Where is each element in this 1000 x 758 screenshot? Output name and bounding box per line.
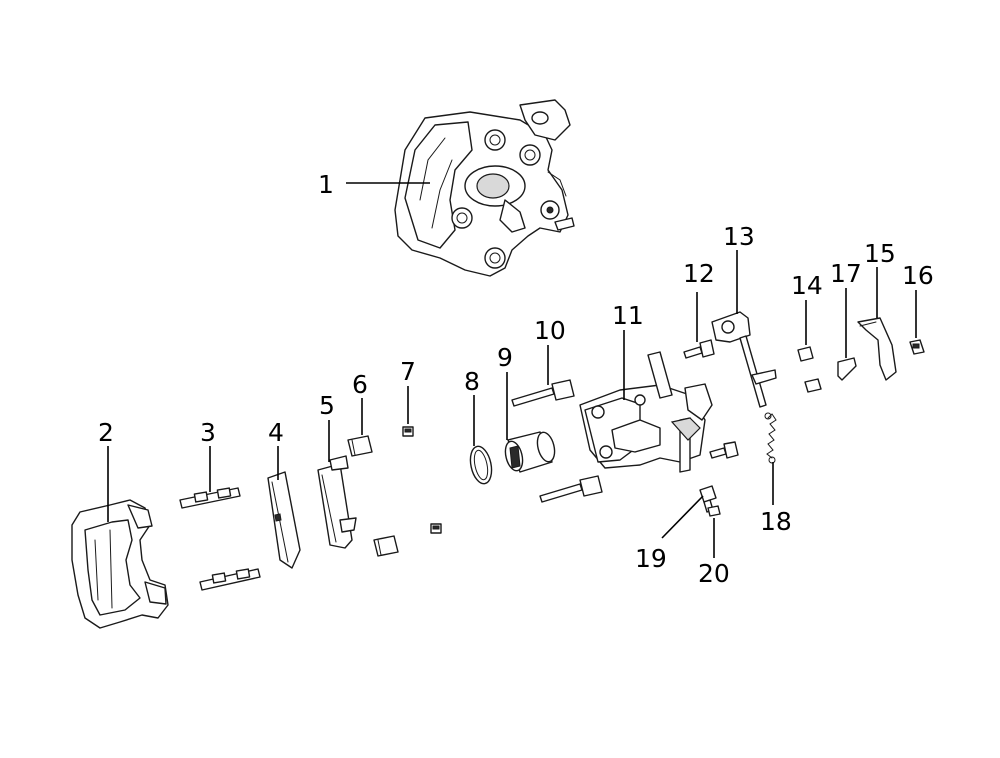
part-12-bolts	[683, 339, 739, 459]
callout-3: 3	[200, 418, 216, 447]
part-2-caliper-bracket	[71, 499, 169, 629]
part-7-small-rings	[402, 426, 442, 534]
callout-7: 7	[400, 357, 416, 386]
callout-15: 15	[864, 239, 896, 268]
callout-6: 6	[352, 370, 368, 399]
callout-1: 1	[318, 170, 334, 199]
part-3-pad-clips	[179, 487, 261, 591]
callout-17: 17	[830, 259, 862, 288]
part-6-boots	[347, 435, 399, 557]
part-10-slide-pins	[511, 379, 603, 503]
part-9-piston	[504, 431, 556, 473]
callout-11: 11	[612, 301, 644, 330]
callout-16: 16	[902, 261, 934, 290]
leader-19	[661, 495, 704, 539]
part-5-brake-pad	[317, 455, 357, 549]
callout-12: 12	[683, 259, 715, 288]
callout-13: 13	[723, 222, 755, 251]
callout-9: 9	[497, 343, 513, 372]
callout-4: 4	[268, 418, 284, 447]
part-17-pin	[837, 357, 857, 381]
part-1-caliper-assembly	[394, 99, 575, 277]
part-13-lever-bracket	[711, 311, 777, 408]
part-15-spring-clip	[857, 317, 897, 381]
callout-20: 20	[698, 559, 730, 588]
callout-14: 14	[791, 271, 823, 300]
callout-8: 8	[464, 367, 480, 396]
callout-2: 2	[98, 418, 114, 447]
part-11-caliper-body	[579, 351, 713, 473]
part-20-cap	[707, 505, 721, 517]
part-4-brake-pad	[267, 471, 301, 569]
callout-19: 19	[635, 544, 667, 573]
part-18-return-spring	[764, 412, 777, 464]
callout-5: 5	[319, 391, 335, 420]
part-14-small-bolts	[797, 346, 822, 393]
part-16-nut	[909, 339, 925, 355]
callout-10: 10	[534, 316, 566, 345]
part-8-piston-seal	[469, 445, 493, 485]
callout-18: 18	[760, 507, 792, 536]
